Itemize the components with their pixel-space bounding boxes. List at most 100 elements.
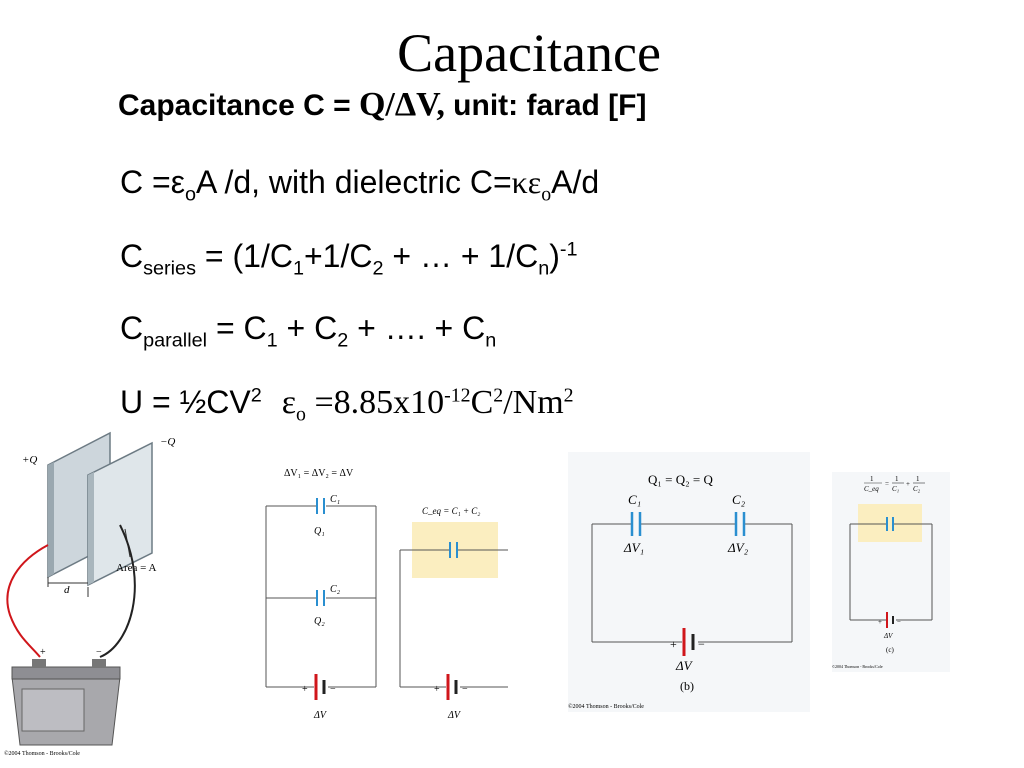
parallel-dots: + …. + C <box>348 310 486 346</box>
series-dv-label: ΔV <box>675 658 694 673</box>
epsilon-symbol: ε <box>281 384 297 421</box>
definition-unit: unit: farad [F] <box>453 89 647 122</box>
parallel-c: C <box>120 310 144 346</box>
battery2-plus: + <box>434 684 440 695</box>
battery1-dv: ΔV <box>313 710 328 721</box>
parallel-plate-figure: +Q −Q d Area = A + − ©2004 Thomson - Bro… <box>4 431 175 757</box>
eq-figure-label: (c) <box>886 646 894 654</box>
q2-label: Q₂ <box>314 616 325 627</box>
series-sup: -1 <box>559 238 578 261</box>
battery-minus-label: − <box>96 647 102 658</box>
series-battery-plus: + <box>670 637 677 651</box>
series-c: C <box>120 238 144 274</box>
c1-gap <box>316 499 326 513</box>
series-sub: series <box>143 257 197 280</box>
parallel-sub: parallel <box>143 329 208 352</box>
eq-one-1: 1 <box>870 475 874 483</box>
d-label: d <box>64 584 70 596</box>
series-header: Q₁ = Q₂ = Q <box>648 472 714 487</box>
epsilon-sub: o <box>296 403 306 426</box>
eq-plus: + <box>906 480 910 488</box>
epsilon-unit-nm-exp: 2 <box>563 384 574 407</box>
plate-kappa-eps: κε <box>511 164 542 200</box>
plate-rest: A /d, with dielectric C= <box>195 164 512 200</box>
series-mid: + … + 1/C <box>383 238 539 274</box>
eq-dv-label: ΔV <box>883 632 893 640</box>
battery-plus-label: + <box>40 647 46 658</box>
eq-battery-plus: + <box>878 618 882 626</box>
c2-gap <box>316 591 326 605</box>
series-figure-bg <box>568 452 810 712</box>
epsilon-unit-c-exp: 2 <box>493 384 504 407</box>
epsilon-exp: -12 <box>444 384 471 407</box>
plate-tail: A/d <box>551 164 600 200</box>
plate-formula: C =εoA /d, with dielectric C=κεoA/d <box>120 164 599 206</box>
eq-ceq: C_eq <box>864 485 879 493</box>
epsilon-unit-c: C <box>470 384 494 421</box>
parallel-plus: + C <box>277 310 338 346</box>
c1-label: C₁ <box>330 494 340 505</box>
positive-terminal <box>32 659 46 668</box>
series-sub-2: 2 <box>372 257 384 280</box>
plate-sub-o: o <box>184 183 196 206</box>
parallel-circuit-figure: ΔV₁ = ΔV₂ = ΔV C₁ Q₁ C₂ Q₂ + − ΔV C_eq =… <box>265 468 508 721</box>
energy-sup-2: 2 <box>250 384 262 407</box>
red-wire <box>6 544 49 658</box>
plus-q-label: +Q <box>22 454 37 466</box>
capacitance-definition: Capacitance C = Q/ΔV, unit: farad [F] <box>118 86 646 124</box>
slide-title: Capacitance <box>397 23 661 83</box>
minus-q-label: −Q <box>160 436 175 448</box>
plate-sub-o2: o <box>541 183 552 206</box>
plate-c-eq: C =ε <box>120 164 185 200</box>
series-plus1: +1/C <box>303 238 373 274</box>
energy-u: U = ½CV <box>120 384 251 420</box>
eq-one-2: 1 <box>895 475 899 483</box>
series-figure-label: (b) <box>680 679 694 693</box>
series-sub-1: 1 <box>292 257 304 280</box>
parallel-eq: = C <box>207 310 267 346</box>
black-wire <box>99 524 136 658</box>
battery2-minus: − <box>462 684 468 695</box>
battery1-plus: + <box>302 684 308 695</box>
series-c1-label: C₁ <box>628 492 641 507</box>
battery-top <box>11 666 121 680</box>
parallel-formula: Cparallel = C1 + C2 + …. + Cn <box>120 310 496 352</box>
area-label: Area = A <box>116 562 156 574</box>
epsilon-unit-nm: /Nm <box>503 384 564 421</box>
parallel-header: ΔV₁ = ΔV₂ = ΔV <box>284 468 354 479</box>
c2-label: C₂ <box>330 584 341 595</box>
eq-copyright: ©2004 Thomson - Brooks/Cole <box>832 664 883 669</box>
series-battery-minus: − <box>698 637 705 651</box>
eq-one-3: 1 <box>916 475 920 483</box>
definition-formula: Q/ΔV, <box>358 86 445 123</box>
series-close: ) <box>549 238 560 274</box>
epsilon-value: =8.85x10 <box>305 384 445 421</box>
parallel-sub-2: 2 <box>337 329 349 352</box>
series-circuit-figure: Q₁ = Q₂ = Q C₁ ΔV₁ C₂ ΔV₂ + − ΔV (b) ©20… <box>568 452 810 712</box>
battery-label-panel <box>21 688 85 732</box>
negative-terminal <box>92 659 106 668</box>
eq-highlight <box>858 504 922 542</box>
parallel-sub-n: n <box>485 329 497 352</box>
plate-positive-edge <box>48 462 54 577</box>
plate-negative-edge <box>88 472 94 585</box>
series-formula: Cseries = (1/C1+1/C2 + … + 1/Cn)-1 <box>120 238 578 280</box>
plates-copyright: ©2004 Thomson - Brooks/Cole <box>4 750 80 757</box>
series-eq: = (1/C <box>196 238 293 274</box>
definition-prefix: Capacitance C = <box>118 89 359 122</box>
series-dv1-label: ΔV₁ <box>623 540 644 555</box>
series-dv2-label: ΔV₂ <box>727 540 749 555</box>
eq-c1: C₁ <box>892 485 899 493</box>
series-copyright: ©2004 Thomson - Brooks/Cole <box>568 703 644 710</box>
parallel-sub-1: 1 <box>266 329 278 352</box>
series-sub-n: n <box>538 257 550 280</box>
series-c2-label: C₂ <box>732 492 746 507</box>
eq-battery-minus: − <box>897 618 901 626</box>
battery2-dv: ΔV <box>447 710 462 721</box>
series-equivalent-figure: 1 C_eq = 1 C₁ + 1 C₂ + − ΔV (c) ©2004 Th… <box>832 472 950 672</box>
q1-label: Q₁ <box>314 526 325 537</box>
eq-c2: C₂ <box>913 485 921 493</box>
battery1-minus: − <box>330 684 336 695</box>
